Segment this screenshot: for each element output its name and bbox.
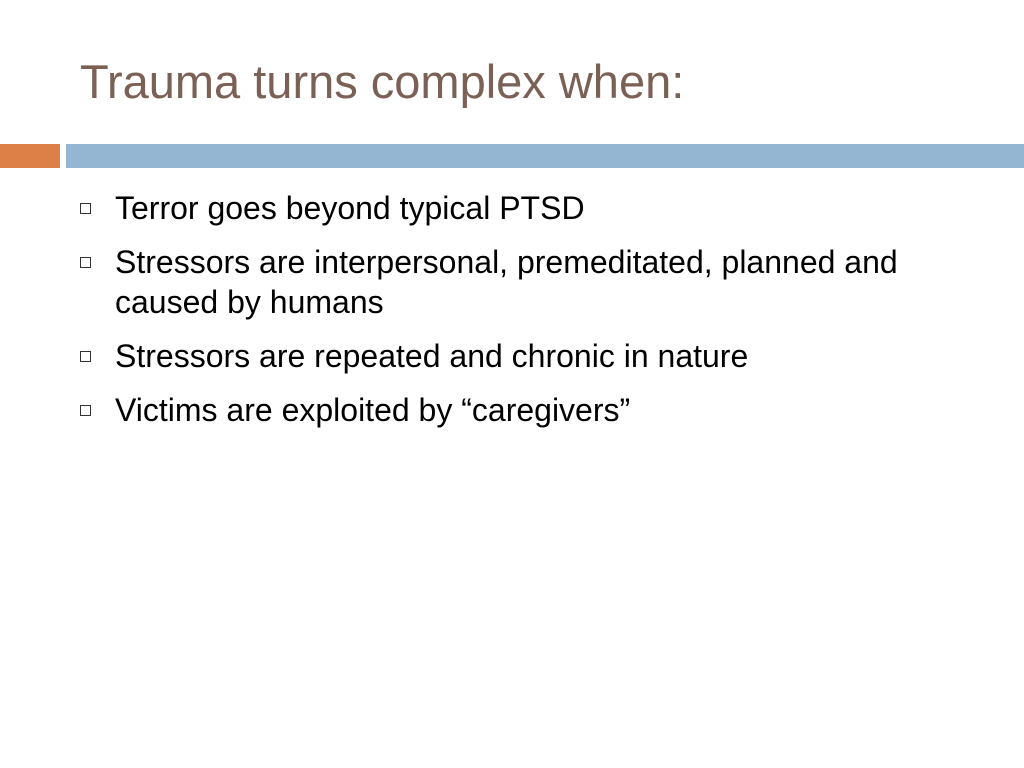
bullet-text: Victims are exploited by “caregivers”	[115, 392, 631, 428]
accent-bar-orange	[0, 144, 60, 168]
bullet-item: Stressors are interpersonal, premeditate…	[80, 242, 980, 322]
square-bullet-icon	[80, 203, 91, 214]
bullet-item: Stressors are repeated and chronic in na…	[80, 336, 980, 376]
bullet-text: Stressors are interpersonal, premeditate…	[115, 244, 898, 320]
bullet-text: Stressors are repeated and chronic in na…	[115, 338, 749, 374]
bullet-item: Terror goes beyond typical PTSD	[80, 188, 980, 228]
bullet-list: Terror goes beyond typical PTSD Stressor…	[80, 188, 980, 444]
square-bullet-icon	[80, 405, 91, 416]
slide-title: Trauma turns complex when:	[80, 55, 685, 108]
bullet-item: Victims are exploited by “caregivers”	[80, 390, 980, 430]
bullet-text: Terror goes beyond typical PTSD	[115, 190, 585, 226]
square-bullet-icon	[80, 257, 91, 268]
square-bullet-icon	[80, 351, 91, 362]
accent-bar-blue	[66, 144, 1024, 168]
